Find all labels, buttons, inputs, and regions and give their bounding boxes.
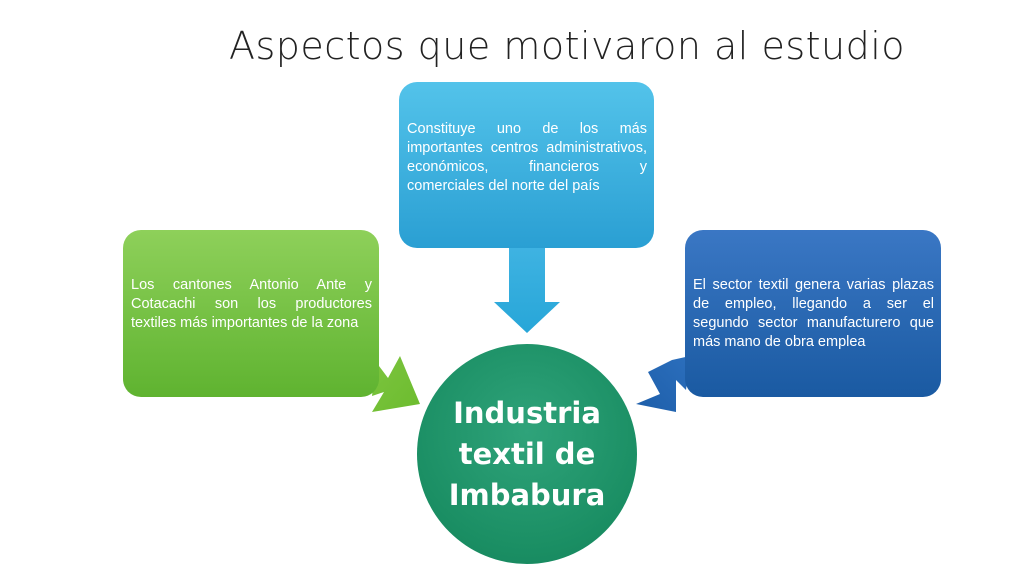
arrow-left-right [372,356,420,412]
center-circle: Industria textil de Imbabura [417,344,637,564]
card-top-admin-center: Constituye uno de los más importantes ce… [399,82,654,248]
arrow-top-down [494,246,560,333]
card-right-employment: El sector textil genera varias plazas de… [685,230,941,397]
card-top-text: Constituye uno de los más importantes ce… [407,121,647,194]
card-right-text: El sector textil genera varias plazas de… [693,277,934,350]
center-label: Industria textil de Imbabura [448,395,606,512]
card-left-cantons: Los cantones Antonio Ante y Cotacachi so… [123,230,379,397]
slide-title: Aspectos que motivaron al estudio [228,24,906,68]
arrow-right-left [636,356,690,412]
card-left-text: Los cantones Antonio Ante y Cotacachi so… [131,277,372,331]
